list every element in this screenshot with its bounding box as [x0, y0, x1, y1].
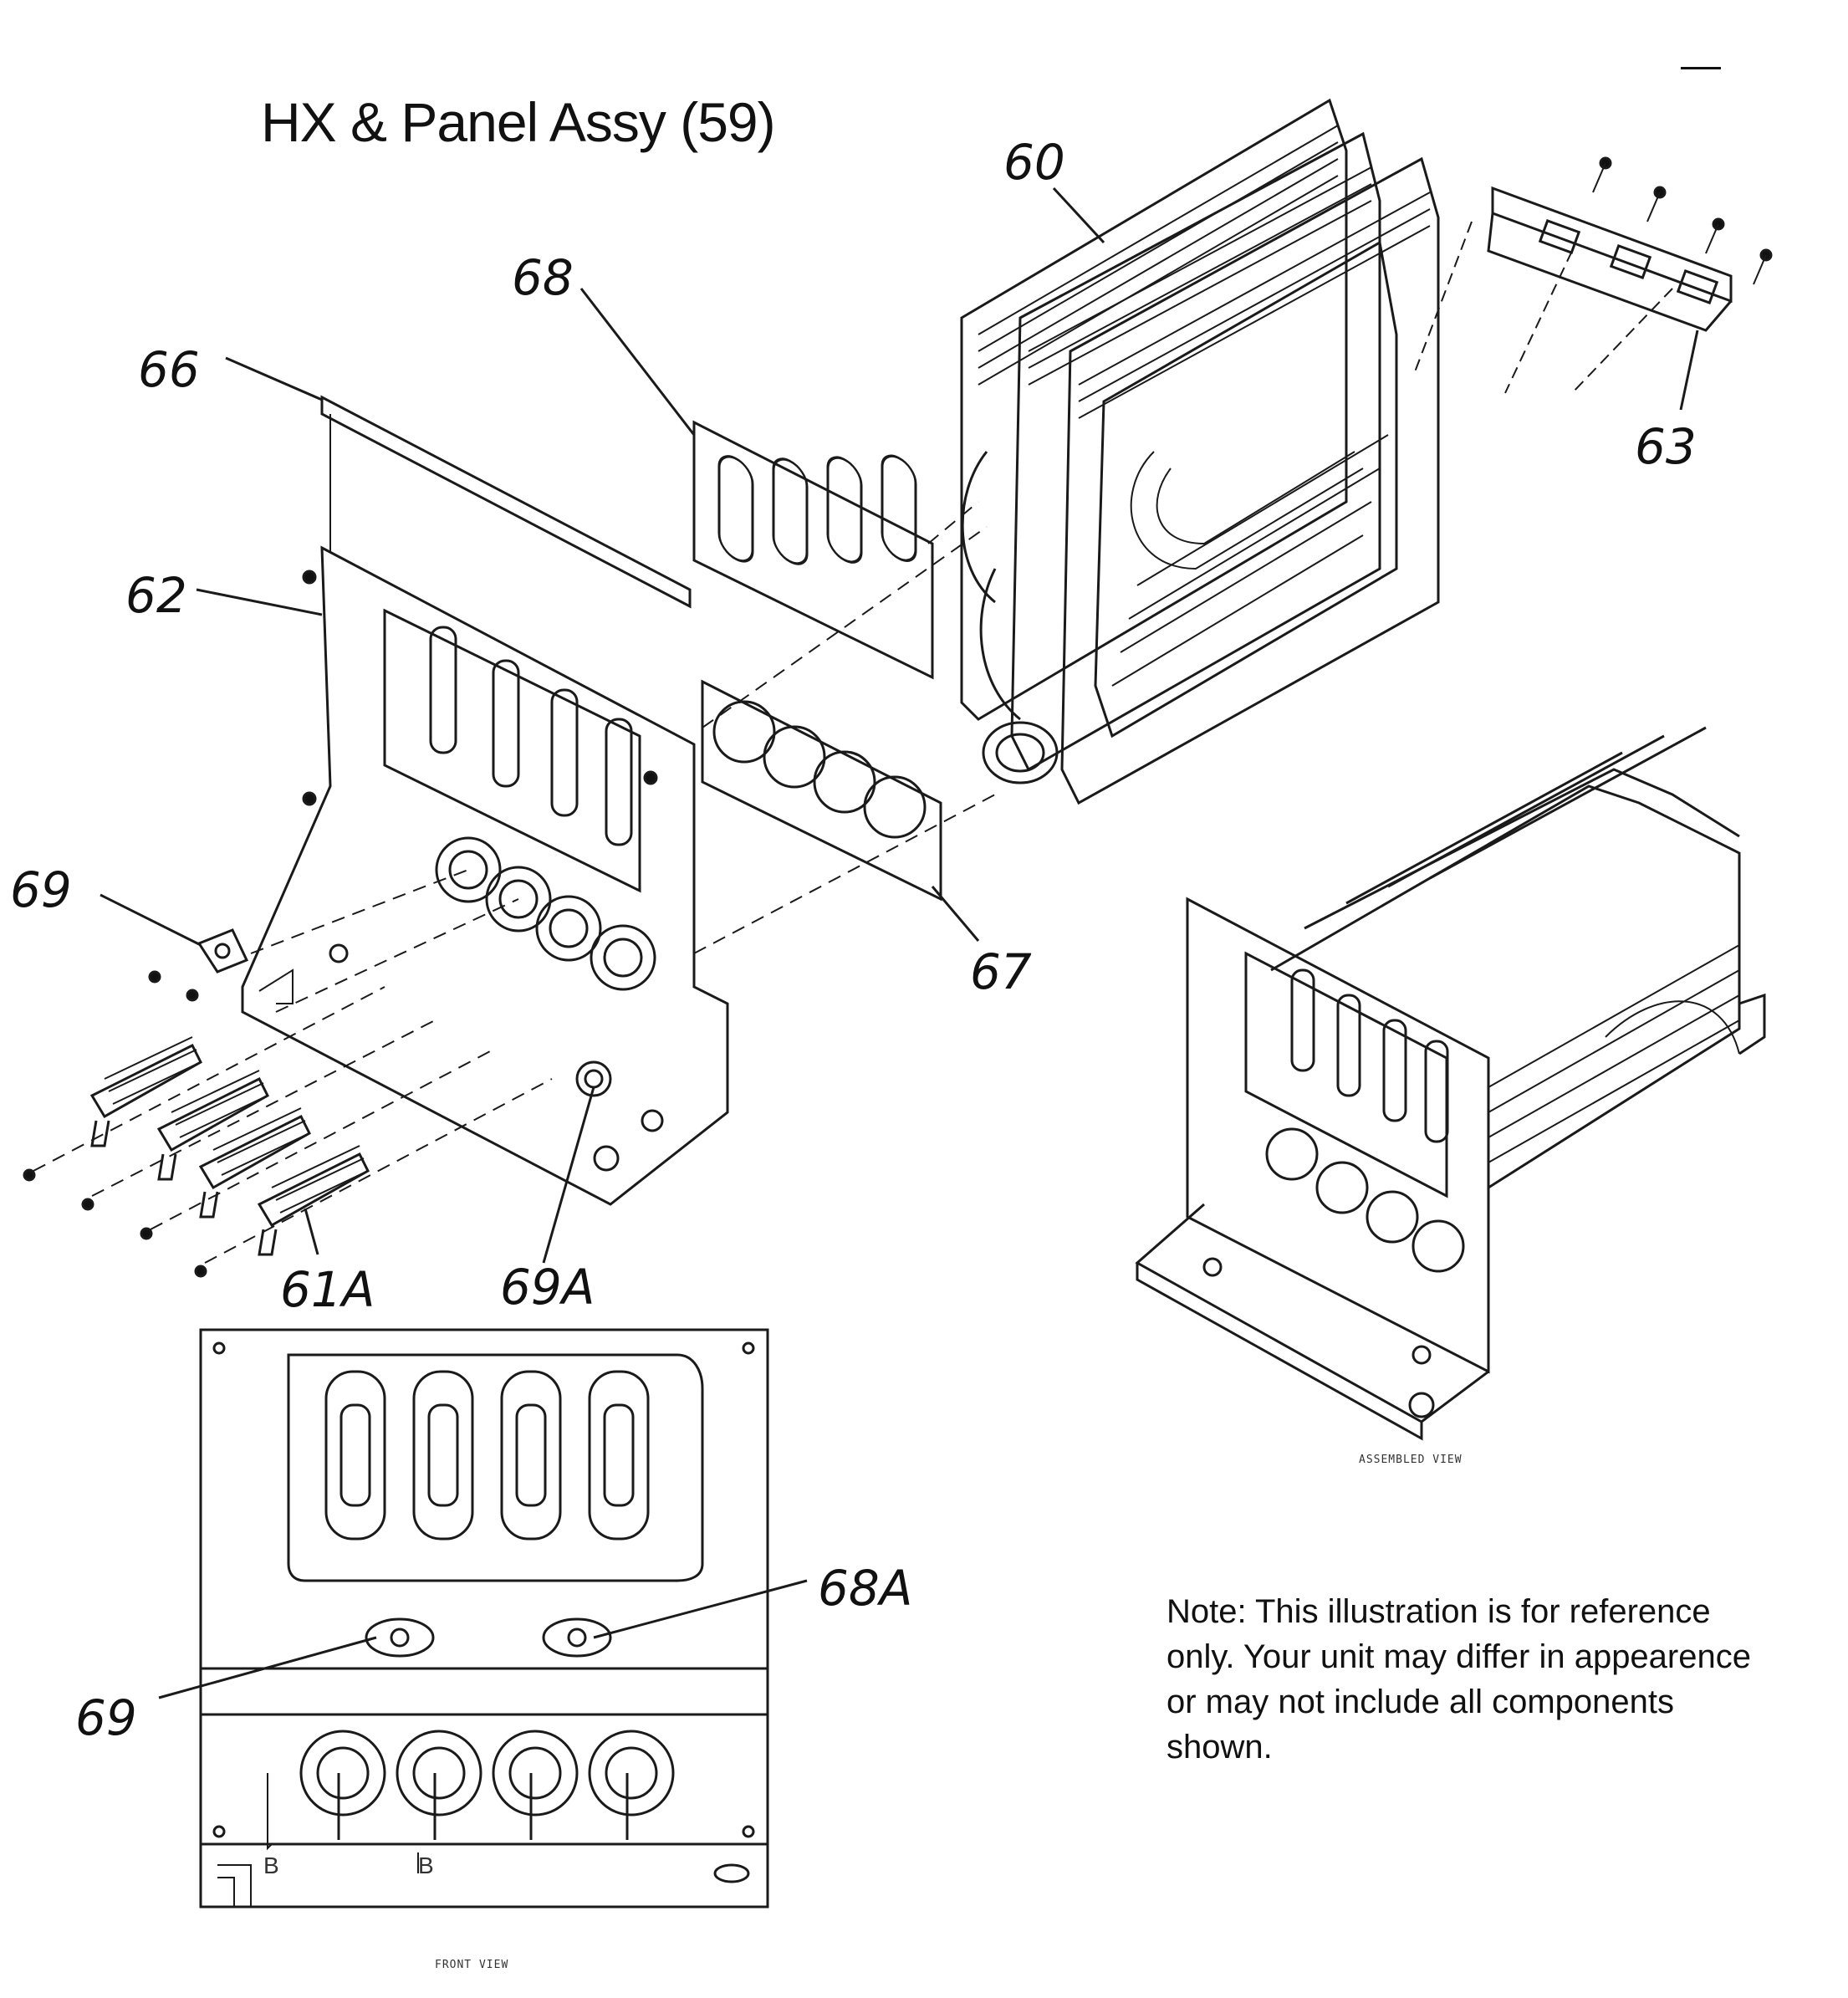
assembled-view: [1135, 726, 1766, 1441]
sensor-69: [148, 928, 249, 1002]
callout-67: 67: [970, 943, 1032, 1000]
callout-62: 62: [125, 567, 187, 624]
front-view-label-b-center: B: [418, 1852, 435, 1878]
bracket-63: [1412, 156, 1773, 394]
callout-66: 66: [138, 341, 200, 398]
burners-61a: [23, 1036, 370, 1278]
page-title: HX & Panel Assy (59): [261, 91, 776, 153]
corner-dash: [1681, 67, 1721, 69]
front-view-label-b-left: B: [263, 1852, 280, 1878]
callout-69-bottom: 69: [75, 1689, 137, 1746]
reference-note: Note: This illustration is for reference…: [1166, 1593, 1751, 1765]
leader-lines: [100, 187, 1699, 1699]
assembly-lines: [33, 501, 996, 1264]
callout-68: 68: [512, 249, 574, 306]
callout-61a: 61A: [280, 1261, 375, 1318]
callout-63: 63: [1635, 418, 1697, 475]
callout-69a: 69A: [500, 1259, 595, 1316]
heat-exchanger-60: [960, 98, 1440, 805]
callout-60: 60: [1003, 134, 1065, 191]
callout-68a: 68A: [818, 1560, 913, 1617]
callout-69-top: 69: [10, 861, 72, 918]
front-view-caption: FRONT VIEW: [435, 1959, 509, 1971]
panel-68: [692, 420, 934, 680]
assembled-view-caption: ASSEMBLED VIEW: [1359, 1454, 1463, 1466]
panel-62: [241, 545, 729, 1206]
panel-66: [320, 395, 692, 609]
front-view: [199, 1328, 769, 1909]
panel-67: [701, 679, 942, 902]
